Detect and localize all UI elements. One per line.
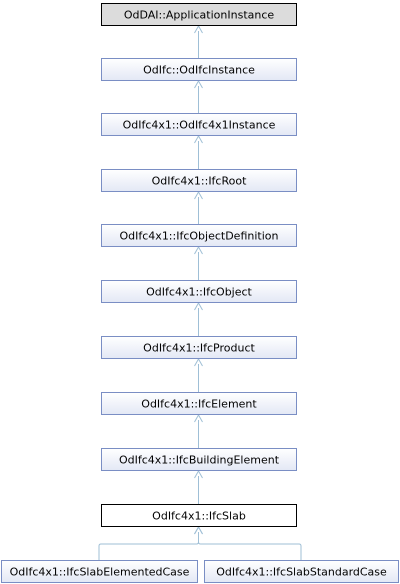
edge-line	[198, 532, 302, 560]
class-box	[101, 58, 297, 81]
inheritance-edge	[98, 525, 203, 560]
class-label: OdIfc4x1::OdIfc4x1Instance	[123, 119, 276, 132]
class-box	[101, 169, 297, 192]
class-node-oddai-applicationinstance[interactable]: OdDAI::ApplicationInstance	[101, 3, 297, 26]
class-node-odifc4x1-ifcslabelementedcase[interactable]: OdIfc4x1::IfcSlabElementedCase	[1, 560, 198, 583]
class-node-odifc4x1-ifcroot[interactable]: OdIfc4x1::IfcRoot	[101, 169, 297, 192]
class-node-odifc4x1-ifcobject[interactable]: OdIfc4x1::IfcObject	[101, 280, 297, 303]
inheritance-edge	[194, 357, 203, 392]
class-label: OdIfc4x1::IfcSlab	[152, 510, 246, 523]
inheritance-edge	[194, 245, 203, 280]
class-label: OdIfc4x1::IfcObject	[146, 286, 252, 299]
class-label: OdIfc4x1::IfcSlabElementedCase	[10, 566, 190, 579]
class-label: OdIfc4x1::IfcProduct	[143, 342, 255, 355]
inheritance-edge	[194, 525, 302, 560]
edge-line	[98, 532, 199, 560]
class-label: OdIfc4x1::IfcRoot	[152, 175, 247, 188]
class-box	[101, 280, 297, 303]
class-label: OdIfc::OdIfcInstance	[143, 64, 255, 77]
class-node-odifc4x1-odifc4x1instance[interactable]: OdIfc4x1::OdIfc4x1Instance	[101, 113, 297, 136]
class-node-odifc4x1-ifcobjectdefinition[interactable]: OdIfc4x1::IfcObjectDefinition	[101, 224, 297, 247]
class-box	[101, 504, 297, 527]
class-box	[101, 3, 297, 26]
class-box	[101, 448, 297, 471]
class-box	[101, 392, 297, 415]
class-label: OdIfc4x1::IfcSlabStandardCase	[216, 566, 387, 579]
nodes-layer: OdDAI::ApplicationInstanceOdIfc::OdIfcIn…	[1, 3, 399, 583]
class-node-odifc4x1-ifcslab: OdIfc4x1::IfcSlab	[101, 504, 297, 527]
class-box	[101, 224, 297, 247]
class-box	[101, 336, 297, 359]
class-box	[1, 560, 198, 583]
inheritance-edge	[194, 469, 203, 504]
class-label: OdIfc4x1::IfcBuildingElement	[119, 454, 280, 467]
class-box	[204, 560, 399, 583]
inheritance-edge	[194, 79, 203, 113]
inheritance-edge	[194, 301, 203, 336]
inheritance-edge	[194, 134, 203, 169]
inheritance-edge	[194, 190, 203, 224]
class-node-odifc4x1-ifcbuildingelement[interactable]: OdIfc4x1::IfcBuildingElement	[101, 448, 297, 471]
class-label: OdDAI::ApplicationInstance	[124, 9, 275, 22]
class-node-odifc4x1-ifcelement[interactable]: OdIfc4x1::IfcElement	[101, 392, 297, 415]
inheritance-edge	[194, 413, 203, 448]
class-label: OdIfc4x1::IfcObjectDefinition	[120, 230, 279, 243]
class-node-odifc4x1-ifcslabstandardcase[interactable]: OdIfc4x1::IfcSlabStandardCase	[204, 560, 399, 583]
inheritance-edge	[194, 24, 203, 58]
class-node-odifc4x1-ifcproduct[interactable]: OdIfc4x1::IfcProduct	[101, 336, 297, 359]
class-label: OdIfc4x1::IfcElement	[141, 398, 257, 411]
class-node-odifc-odifcinstance[interactable]: OdIfc::OdIfcInstance	[101, 58, 297, 81]
class-box	[101, 113, 297, 136]
